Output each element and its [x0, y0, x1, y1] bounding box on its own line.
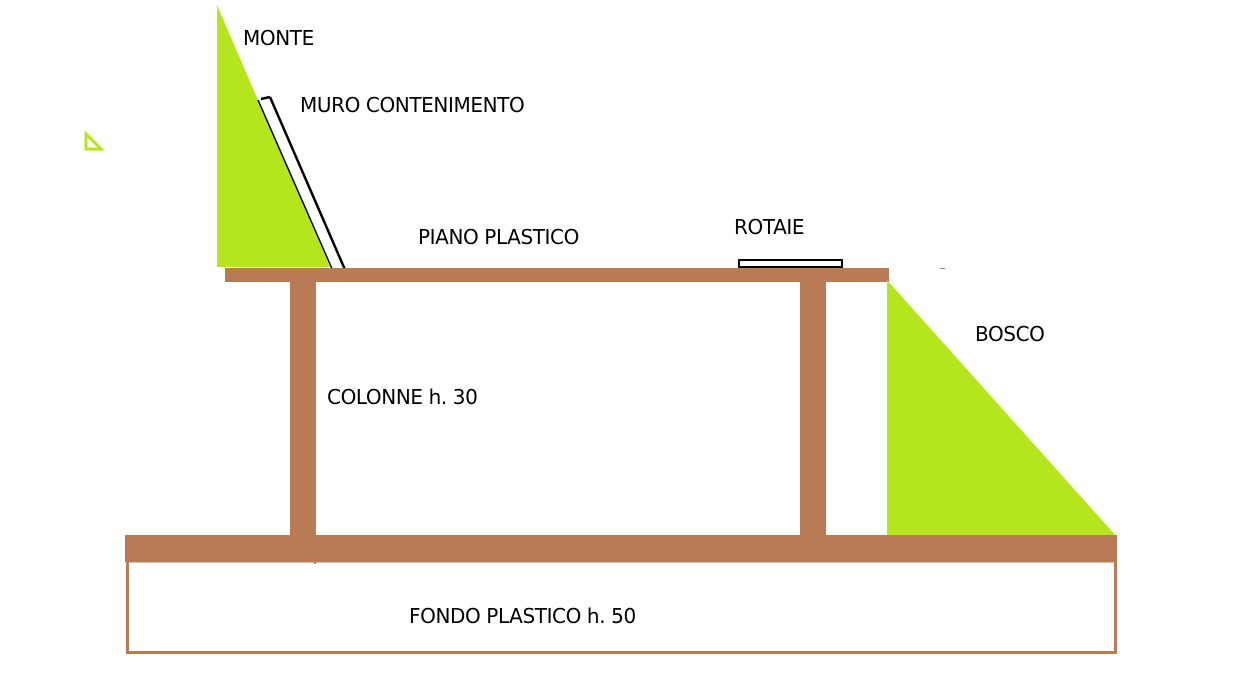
piano-plastico-plate [225, 268, 889, 282]
stray-mark [940, 268, 945, 269]
label-muro-contenimento: MURO CONTENIMENTO [300, 93, 525, 117]
column-left-tick [314, 562, 316, 564]
bosco-triangle [887, 280, 1117, 537]
rotaie-rail [738, 259, 843, 268]
fondo-plastico-box [126, 559, 1117, 654]
label-rotaie: ROTAIE [734, 215, 805, 239]
label-monte: MONTE [243, 26, 314, 50]
column-right [800, 282, 826, 536]
column-left [290, 282, 316, 536]
label-colonne: COLONNE h. 30 [327, 385, 478, 409]
small-triangle-icon [84, 130, 105, 151]
label-piano-plastico: PIANO PLASTICO [418, 225, 579, 249]
label-bosco: BOSCO [975, 322, 1045, 346]
fondo-plastico-bar [125, 535, 1117, 562]
label-fondo-plastico: FONDO PLASTICO h. 50 [409, 604, 636, 628]
muro-contenimento-wall [257, 95, 348, 273]
